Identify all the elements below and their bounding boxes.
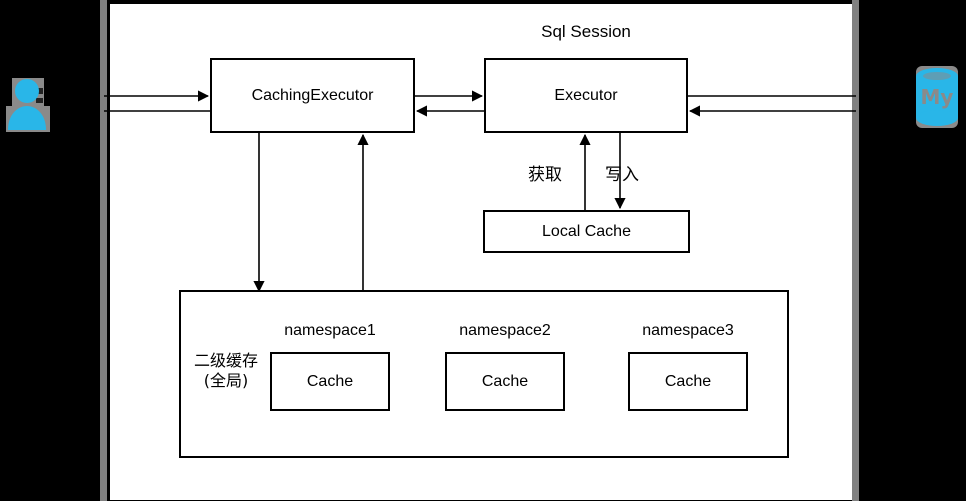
edge-label-fetch: 获取: [528, 165, 562, 185]
second-level-cache-label-line2: (全局): [203, 371, 249, 390]
namespace-3-title: namespace3: [642, 322, 734, 339]
namespace-1-cache-box[interactable]: Cache: [270, 352, 390, 411]
second-level-cache-label: 二级缓存 (全局): [183, 351, 269, 391]
mysql-database-icon-text: My: [921, 85, 954, 109]
mysql-database-icon-svg: My: [916, 66, 958, 128]
namespace-1-title: namespace1: [284, 322, 376, 339]
node-local-cache[interactable]: Local Cache: [483, 210, 690, 253]
edge-label-write: 写入: [605, 165, 639, 185]
user-icon: [6, 76, 50, 134]
user-icon-svg: [6, 78, 50, 132]
node-executor[interactable]: Executor: [484, 58, 688, 133]
namespace-2-cache-box[interactable]: Cache: [445, 352, 565, 411]
left-scrollbar[interactable]: [100, 0, 107, 501]
namespace-2-title: namespace2: [459, 322, 551, 339]
namespace-3-cache-box[interactable]: Cache: [628, 352, 748, 411]
second-level-cache-label-line1: 二级缓存: [193, 351, 258, 370]
right-scrollbar[interactable]: [852, 0, 859, 501]
mysql-database-icon: My: [910, 64, 964, 134]
node-caching-executor[interactable]: CachingExecutor: [210, 58, 415, 133]
page-title: Sql Session: [541, 22, 631, 41]
